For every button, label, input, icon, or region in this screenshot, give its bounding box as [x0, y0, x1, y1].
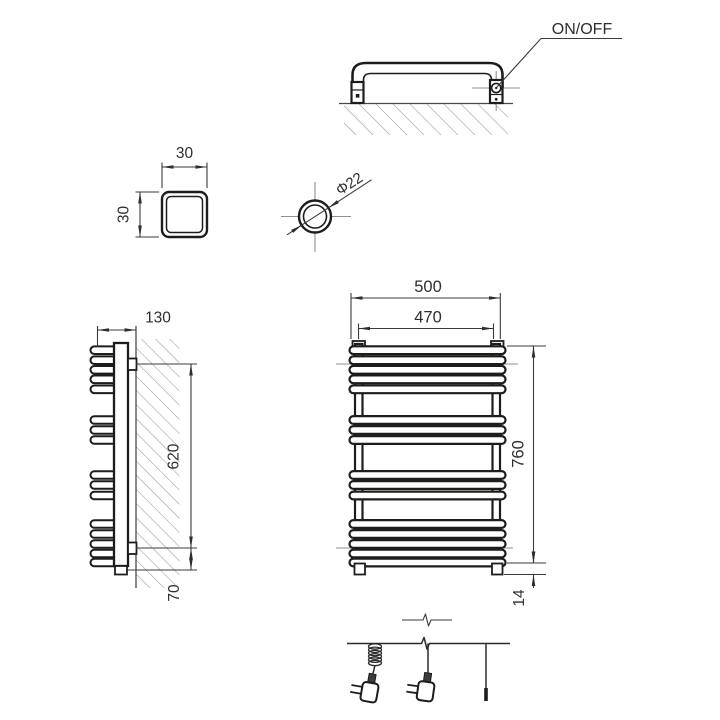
radiator-tube: [348, 470, 507, 481]
front-view: 500 470 760 14: [336, 278, 546, 607]
top-left-bracket: [350, 80, 365, 105]
cable-option-straight-plug: [406, 643, 436, 703]
svg-text:470: 470: [414, 309, 442, 327]
dim-square-height: 30: [116, 191, 159, 238]
radiator-tube: [348, 384, 507, 395]
top-tube-outer: [351, 61, 504, 88]
power-plug-icon: [350, 672, 380, 704]
on-off-leader-line: [496, 37, 622, 88]
dim-bracket-spacing-620: 620: [136, 363, 197, 549]
svg-text:70: 70: [166, 584, 183, 602]
break-line: [402, 613, 452, 627]
radiator-tube: [348, 548, 507, 559]
power-plug-icon: [406, 672, 436, 703]
side-bottom-bracket: [127, 541, 138, 555]
side-tube-stubs: [89, 345, 119, 568]
cable-wire: [371, 664, 376, 676]
dim-overall-height-760: 760: [507, 345, 546, 564]
top-view: ON/OFF: [339, 21, 622, 135]
svg-text:130: 130: [145, 310, 171, 327]
radiator-tube: [348, 490, 507, 501]
radiator-tube: [348, 345, 507, 356]
round-section-detail: Φ22: [281, 169, 372, 252]
dim-overall-width-500: 500: [350, 278, 501, 339]
radiator-tube: [348, 557, 507, 568]
svg-text:500: 500: [414, 278, 442, 296]
wall-hatching-side: [136, 339, 180, 588]
radiator-tube: [348, 425, 507, 436]
dim-bottom-70: 70: [128, 548, 197, 602]
square-section-detail: 30 30: [116, 145, 209, 239]
power-cable-options: [347, 613, 510, 704]
dim-depth-130: 130: [96, 310, 171, 347]
radiator-tube: [348, 538, 507, 549]
radiator-tube: [348, 518, 507, 529]
svg-text:620: 620: [166, 443, 183, 469]
radiator-tube: [348, 480, 507, 491]
radiator-tube: [348, 374, 507, 385]
on-off-label: ON/OFF: [552, 21, 613, 38]
radiator-tube: [348, 435, 507, 446]
wall-hatching: [344, 104, 508, 135]
cable-option-coiled-plug: [350, 643, 383, 704]
dim-square-width: 30: [161, 145, 208, 188]
side-top-bracket: [127, 357, 138, 371]
svg-text:30: 30: [176, 145, 194, 162]
radiator-tube: [348, 355, 507, 366]
dim-foot-height-14: 14: [504, 550, 546, 607]
right-foot: [491, 562, 504, 576]
side-rail: [112, 341, 130, 568]
radiator-tube: [348, 415, 507, 426]
dim-bracket-width-470: 470: [357, 309, 495, 339]
round-tube-inner: [302, 204, 328, 229]
left-foot: [353, 562, 366, 576]
on-off-switch: [488, 78, 504, 105]
square-tube-inner: [165, 195, 204, 234]
top-tube-inner: [362, 72, 493, 86]
radiator-tube: [348, 364, 507, 375]
baseline: [347, 636, 510, 650]
svg-text:30: 30: [116, 206, 133, 224]
svg-text:14: 14: [511, 589, 528, 607]
side-foot: [114, 565, 128, 576]
radiator-tubes: [348, 345, 507, 568]
svg-text:760: 760: [510, 440, 528, 468]
coiled-cable: [367, 643, 383, 667]
radiator-tube: [348, 528, 507, 539]
side-view: 130 620 70: [89, 310, 197, 602]
